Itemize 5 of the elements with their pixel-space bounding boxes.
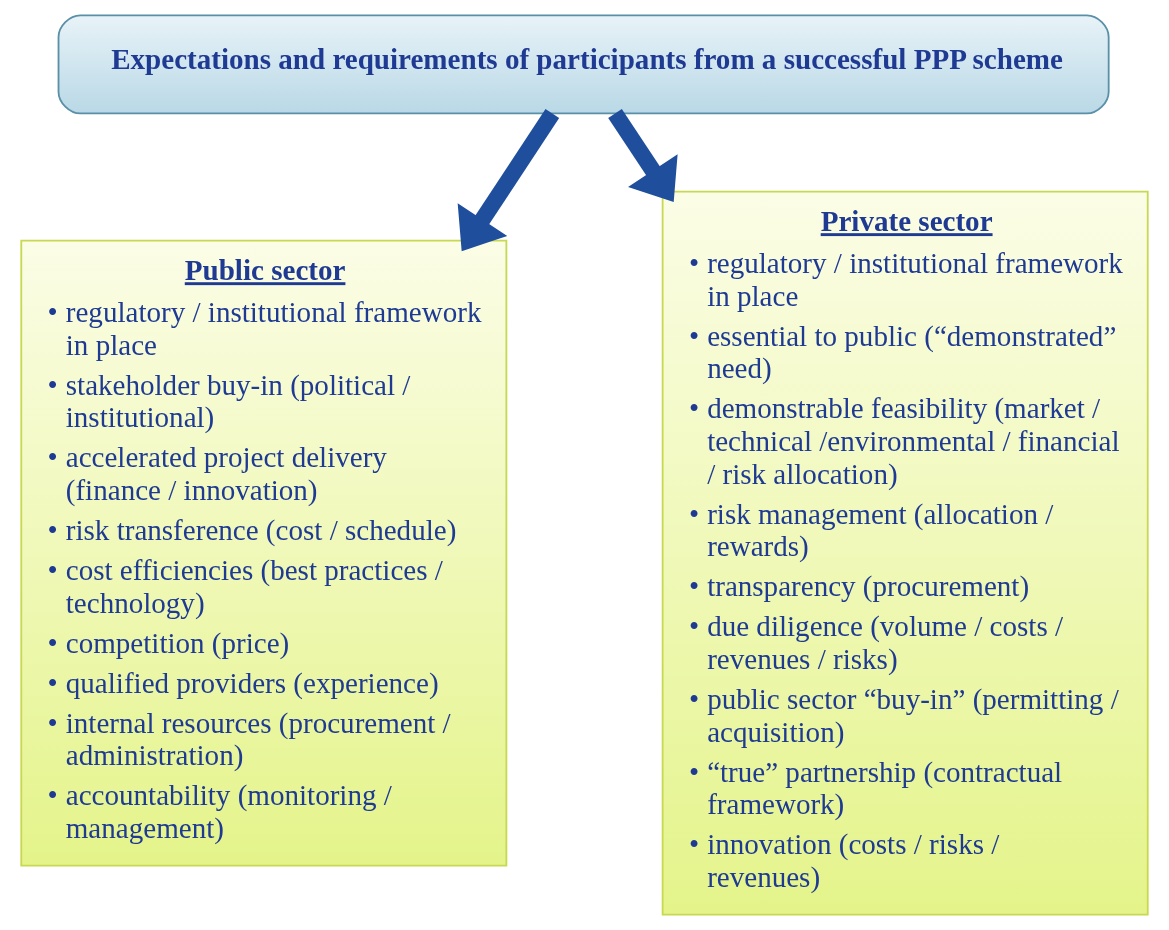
node-box: Public sector • regulatory / institutional framework in place • stakeholder buy-in (political / institutional) • accelerated project delivery (finance / innovation) • risk transference (cost / schedule) • cost efficiencies (best practices / technology) • competition (price) • qualified providers (experience) • internal resources (procurement / administration) • accountability (monitoring / management) [20,239,508,867]
arrow [457,109,560,252]
node-box: Expectations and requirements of participants from a successful PPP scheme [57,14,1110,115]
arrow [608,109,678,203]
node-box: Private sector • regulatory / institutional framework in place • essential to public (“demonstrated” need) • demonstrable feasibility (market / technical /environmental / financial / risk allocation) • risk management (allocation / rewards) • transparency (procurement) • due diligence (volume / costs / revenues / risks) • public sector “buy-in” (permitting / acquisition) • “true” partnership (contractual framework) • innovation (costs / risks / revenues) [661,190,1149,916]
